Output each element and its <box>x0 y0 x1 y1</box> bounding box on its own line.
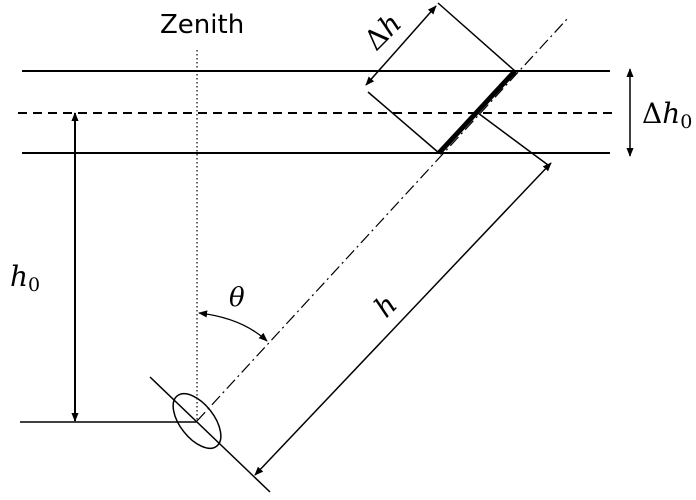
h-arrow <box>254 162 552 476</box>
delta-h0-label-sub: 0 <box>680 111 692 133</box>
delta-h0-label-var: h <box>662 97 680 130</box>
h-label: h <box>368 288 404 324</box>
theta-label: θ <box>229 283 245 313</box>
h0-label: h0 <box>10 260 40 296</box>
h0-label-sub: 0 <box>28 274 40 296</box>
h0-label-main: h <box>10 260 28 293</box>
delta-h0-label-delta: Δ <box>642 97 662 130</box>
path-through-layer <box>437 69 517 155</box>
line-of-sight <box>196 17 569 422</box>
perpendicular-tick-top <box>437 2 516 72</box>
delta-h-arrow <box>365 5 437 86</box>
delta-h-label: Δh <box>358 7 408 57</box>
perpendicular-tick-bottom <box>367 91 440 154</box>
aperture-ellipse <box>172 392 222 450</box>
aperture-plane-line <box>149 376 271 493</box>
perpendicular-tick-center <box>477 112 549 166</box>
theta-arc <box>198 310 268 342</box>
delta-h0-label: Δh0 <box>642 97 692 133</box>
zenith-label: Zenith <box>160 10 244 40</box>
